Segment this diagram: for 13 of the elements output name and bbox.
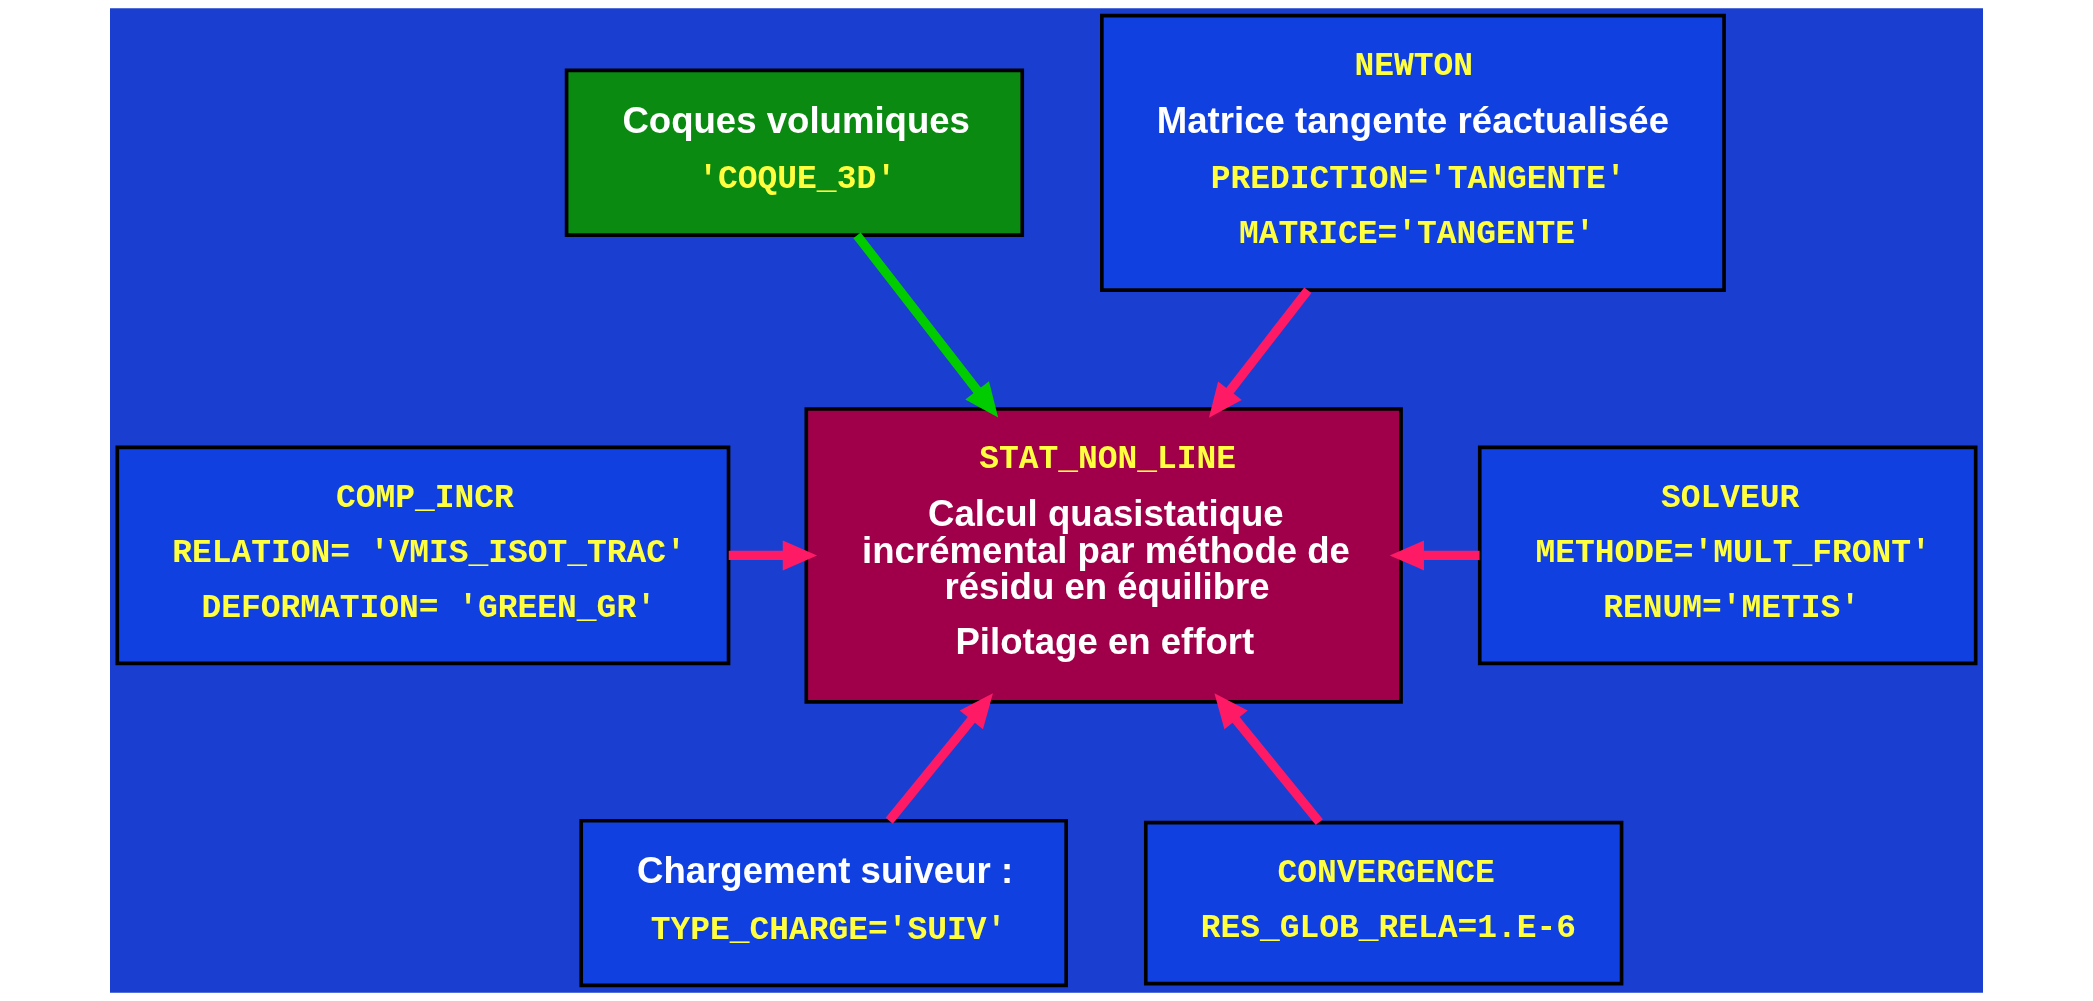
arrow (728, 540, 818, 571)
arrow (853, 232, 999, 418)
node-box: NEWTON Matrice tangente réactualisée PREDICTION='TANGENTE' MATRICE='TANGENTE' (1100, 13, 1726, 292)
node-box: STAT_NON_LINE Calcul quasistatique incrémental par méthode de résidu en équilibre Pilotage en effort (804, 407, 1403, 704)
arrow (885, 693, 993, 824)
arrow (1208, 287, 1312, 418)
arrow (1389, 540, 1480, 571)
node-box: SOLVEUR METHODE='MULT_FRONT' RENUM='METIS' (1477, 445, 1978, 666)
node-box: Chargement suiveur : TYPE_CHARGE='SUIV' (579, 818, 1068, 988)
arrow (1214, 693, 1323, 826)
node-box: CONVERGENCE RES_GLOB_RELA=1.E-6 (1143, 820, 1624, 986)
node-box: COMP_INCR RELATION= 'VMIS_ISOT_TRAC' DEFORMATION= 'GREEN_GR' (115, 445, 731, 666)
node-box: Coques volumiques 'COQUE_3D' (564, 68, 1025, 237)
